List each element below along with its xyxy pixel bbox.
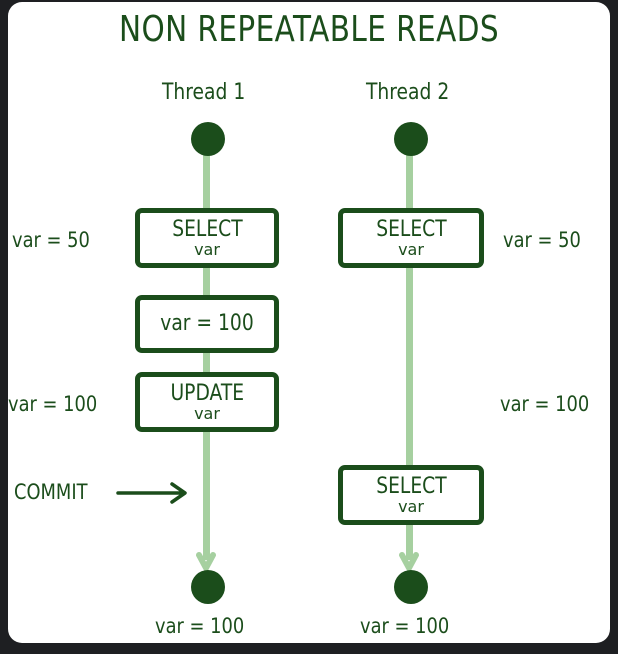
- thread-1-final-value: var = 100: [155, 614, 245, 638]
- thread-2-end-dot: [394, 570, 428, 604]
- thread-1-start-dot: [191, 122, 225, 156]
- thread-2-final-value: var = 100: [360, 614, 450, 638]
- thread-1-select-box: SELECT var: [135, 208, 279, 268]
- thread-1-note-update: var = 100: [8, 392, 98, 416]
- step-sub-label: var: [194, 239, 220, 259]
- thread-2-start-dot: [394, 122, 428, 156]
- step-main-label: SELECT: [375, 473, 447, 499]
- step-main-label: UPDATE: [170, 380, 244, 406]
- step-sub-label: var: [398, 239, 424, 259]
- diagram-card: NON REPEATABLE READS Thread 1 SELECT var…: [8, 2, 610, 643]
- arrow-right-icon: [116, 482, 419, 571]
- thread-2-note-select: var = 50: [503, 228, 581, 252]
- diagram-title: NON REPEATABLE READS: [118, 9, 499, 50]
- step-sub-label: var: [398, 496, 424, 516]
- thread-1-arrowhead: [196, 552, 216, 571]
- thread-1-label: Thread 1: [162, 80, 246, 105]
- thread-2-label: Thread 2: [366, 80, 450, 105]
- thread-1-timeline: [203, 152, 210, 560]
- thread-2-timeline: [406, 152, 413, 560]
- thread-1-note-select: var = 50: [12, 228, 90, 252]
- thread-2-select-box-1: SELECT var: [338, 208, 484, 268]
- step-main-label: SELECT: [375, 216, 447, 242]
- step-sub-label: var: [194, 403, 220, 423]
- thread-2-select-box-2: SELECT var: [338, 465, 484, 525]
- thread-2-arrowhead: [399, 552, 419, 571]
- thread-1-end-dot: [191, 570, 225, 604]
- commit-label: COMMIT: [14, 480, 88, 504]
- step-main-label: var = 100: [160, 311, 254, 336]
- thread-2-mid-note: var = 100: [500, 392, 590, 416]
- step-main-label: SELECT: [171, 216, 243, 242]
- thread-1-update-box: UPDATE var: [135, 372, 279, 432]
- thread-1-assign-box: var = 100: [135, 295, 279, 353]
